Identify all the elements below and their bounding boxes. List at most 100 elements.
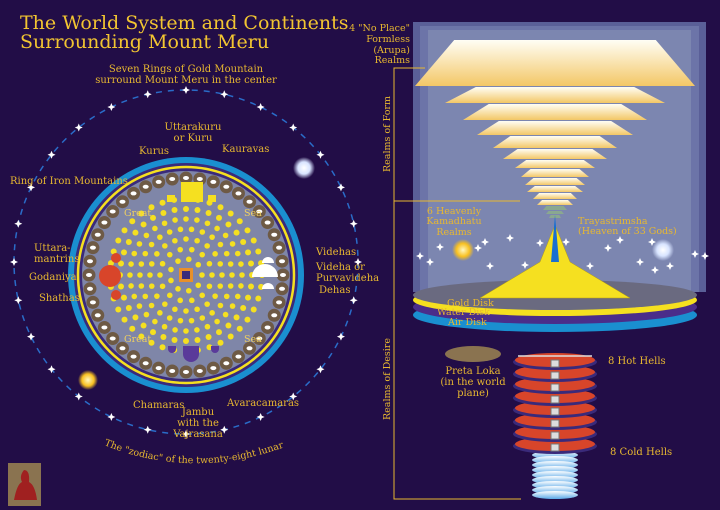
gold-mountain [183,328,189,334]
gold-mountain [217,339,224,346]
hell-gate [550,371,560,380]
star-icon [27,183,36,192]
gold-mountain [206,260,213,267]
gold-mountain [115,306,122,313]
star-icon [336,183,345,192]
gold-mountain [110,248,117,255]
star-icon [648,238,656,246]
stone-highlight [130,191,137,196]
gold-mountain [233,229,240,236]
jambu-label-1: Jambu [181,407,215,418]
gold-mountain [162,301,168,307]
gold-mountain [142,250,149,257]
preta-label-3: plane) [457,388,489,399]
star-icon [14,296,23,305]
gold-mountain [229,272,235,278]
gold-mountain [138,283,145,289]
star-icon [506,234,514,242]
stone-highlight [276,300,283,305]
gold-mountain [143,311,150,318]
gold-mountain [154,293,160,299]
preta-label-2: (in the world [440,377,506,388]
gold-mountain [177,226,184,233]
form-realm-tier [525,178,585,185]
gold-mountain [148,241,155,248]
trayastrimsha-label-1: Trayastrimsha [578,216,648,227]
shathas-label: Shathas [39,293,80,304]
gold-mountain [159,283,166,290]
form-realm-tiers [415,40,695,218]
gold-mountain [172,306,178,313]
subcontinent-north-1 [167,195,175,202]
lunar-mansion-stars [10,86,362,438]
moon-icon-right [652,239,674,261]
gold-mountain [125,239,132,245]
star-icon [74,392,83,401]
gold-mountain [204,323,211,330]
star-icon [10,258,18,266]
gold-mountain [217,283,224,289]
gold-mountain [212,251,218,257]
subcontinent-north-2 [208,195,216,202]
mount-meru-spire [551,215,559,262]
gold-mountain [195,261,202,268]
videhas-label: Videhas [315,247,356,258]
star-icon [426,258,434,266]
form-realm-tier [477,121,633,135]
stone-highlight [256,209,263,214]
gold-mountain [183,338,189,344]
gold-mountain [148,261,155,267]
gold-mountain [199,272,205,278]
form-realm-tier [537,200,573,205]
jambu-label-2: with the [177,418,219,429]
gold-mountain [160,209,167,216]
stone-highlight [280,273,286,277]
star-icon [289,392,298,401]
stone-highlight [142,184,149,189]
gold-mountain [137,272,143,278]
hell-gate [550,419,560,428]
stone-highlight [223,184,230,189]
cold-hells-label: 8 Cold Hells [610,447,672,458]
gold-mountain [188,226,195,233]
star-icon [182,430,190,438]
subcontinent-south-2 [211,346,219,353]
star-icon [220,425,229,434]
dehas-label: Dehas [319,285,350,296]
gold-mountain [140,322,147,329]
gold-mountain [223,293,230,300]
gold-mountain [219,272,225,278]
stone-highlight [183,370,189,374]
gold-mountain [168,266,174,273]
gold-mountain [177,317,184,324]
gold-mountain [147,272,153,278]
gold-mountain [171,336,178,343]
gold-mountain [115,237,122,244]
gold-mountain [223,250,230,257]
stone-highlight [142,361,149,366]
gold-mountain [159,199,166,206]
great-sea-label-ne: Sea [244,208,262,219]
stone-highlight [155,366,162,371]
gold-mountain [206,344,213,351]
chamaras-label: Chamaras [133,400,184,411]
realms-of-form-bracket [393,67,520,202]
gold-mountain [250,306,257,313]
gold-mountain [244,227,251,234]
realms-of-desire-label: Realms of Desire [382,338,393,420]
iron-ring-label: Ring of Iron Mountains [10,176,128,187]
gold-mountain [129,218,136,225]
gold-mountain [247,260,254,267]
star-icon [182,86,190,94]
stone-highlight [101,325,108,330]
gold-mountain [229,303,236,309]
gold-mountain [233,314,240,321]
star-icon [143,90,152,99]
gold-mountain [159,344,166,351]
star-icon [651,266,659,274]
realms-of-desire-bracket [393,201,521,500]
stone-highlight [94,313,101,318]
stone-highlight [94,232,101,237]
gold-mountain [236,218,243,225]
gold-mountain [194,217,200,223]
